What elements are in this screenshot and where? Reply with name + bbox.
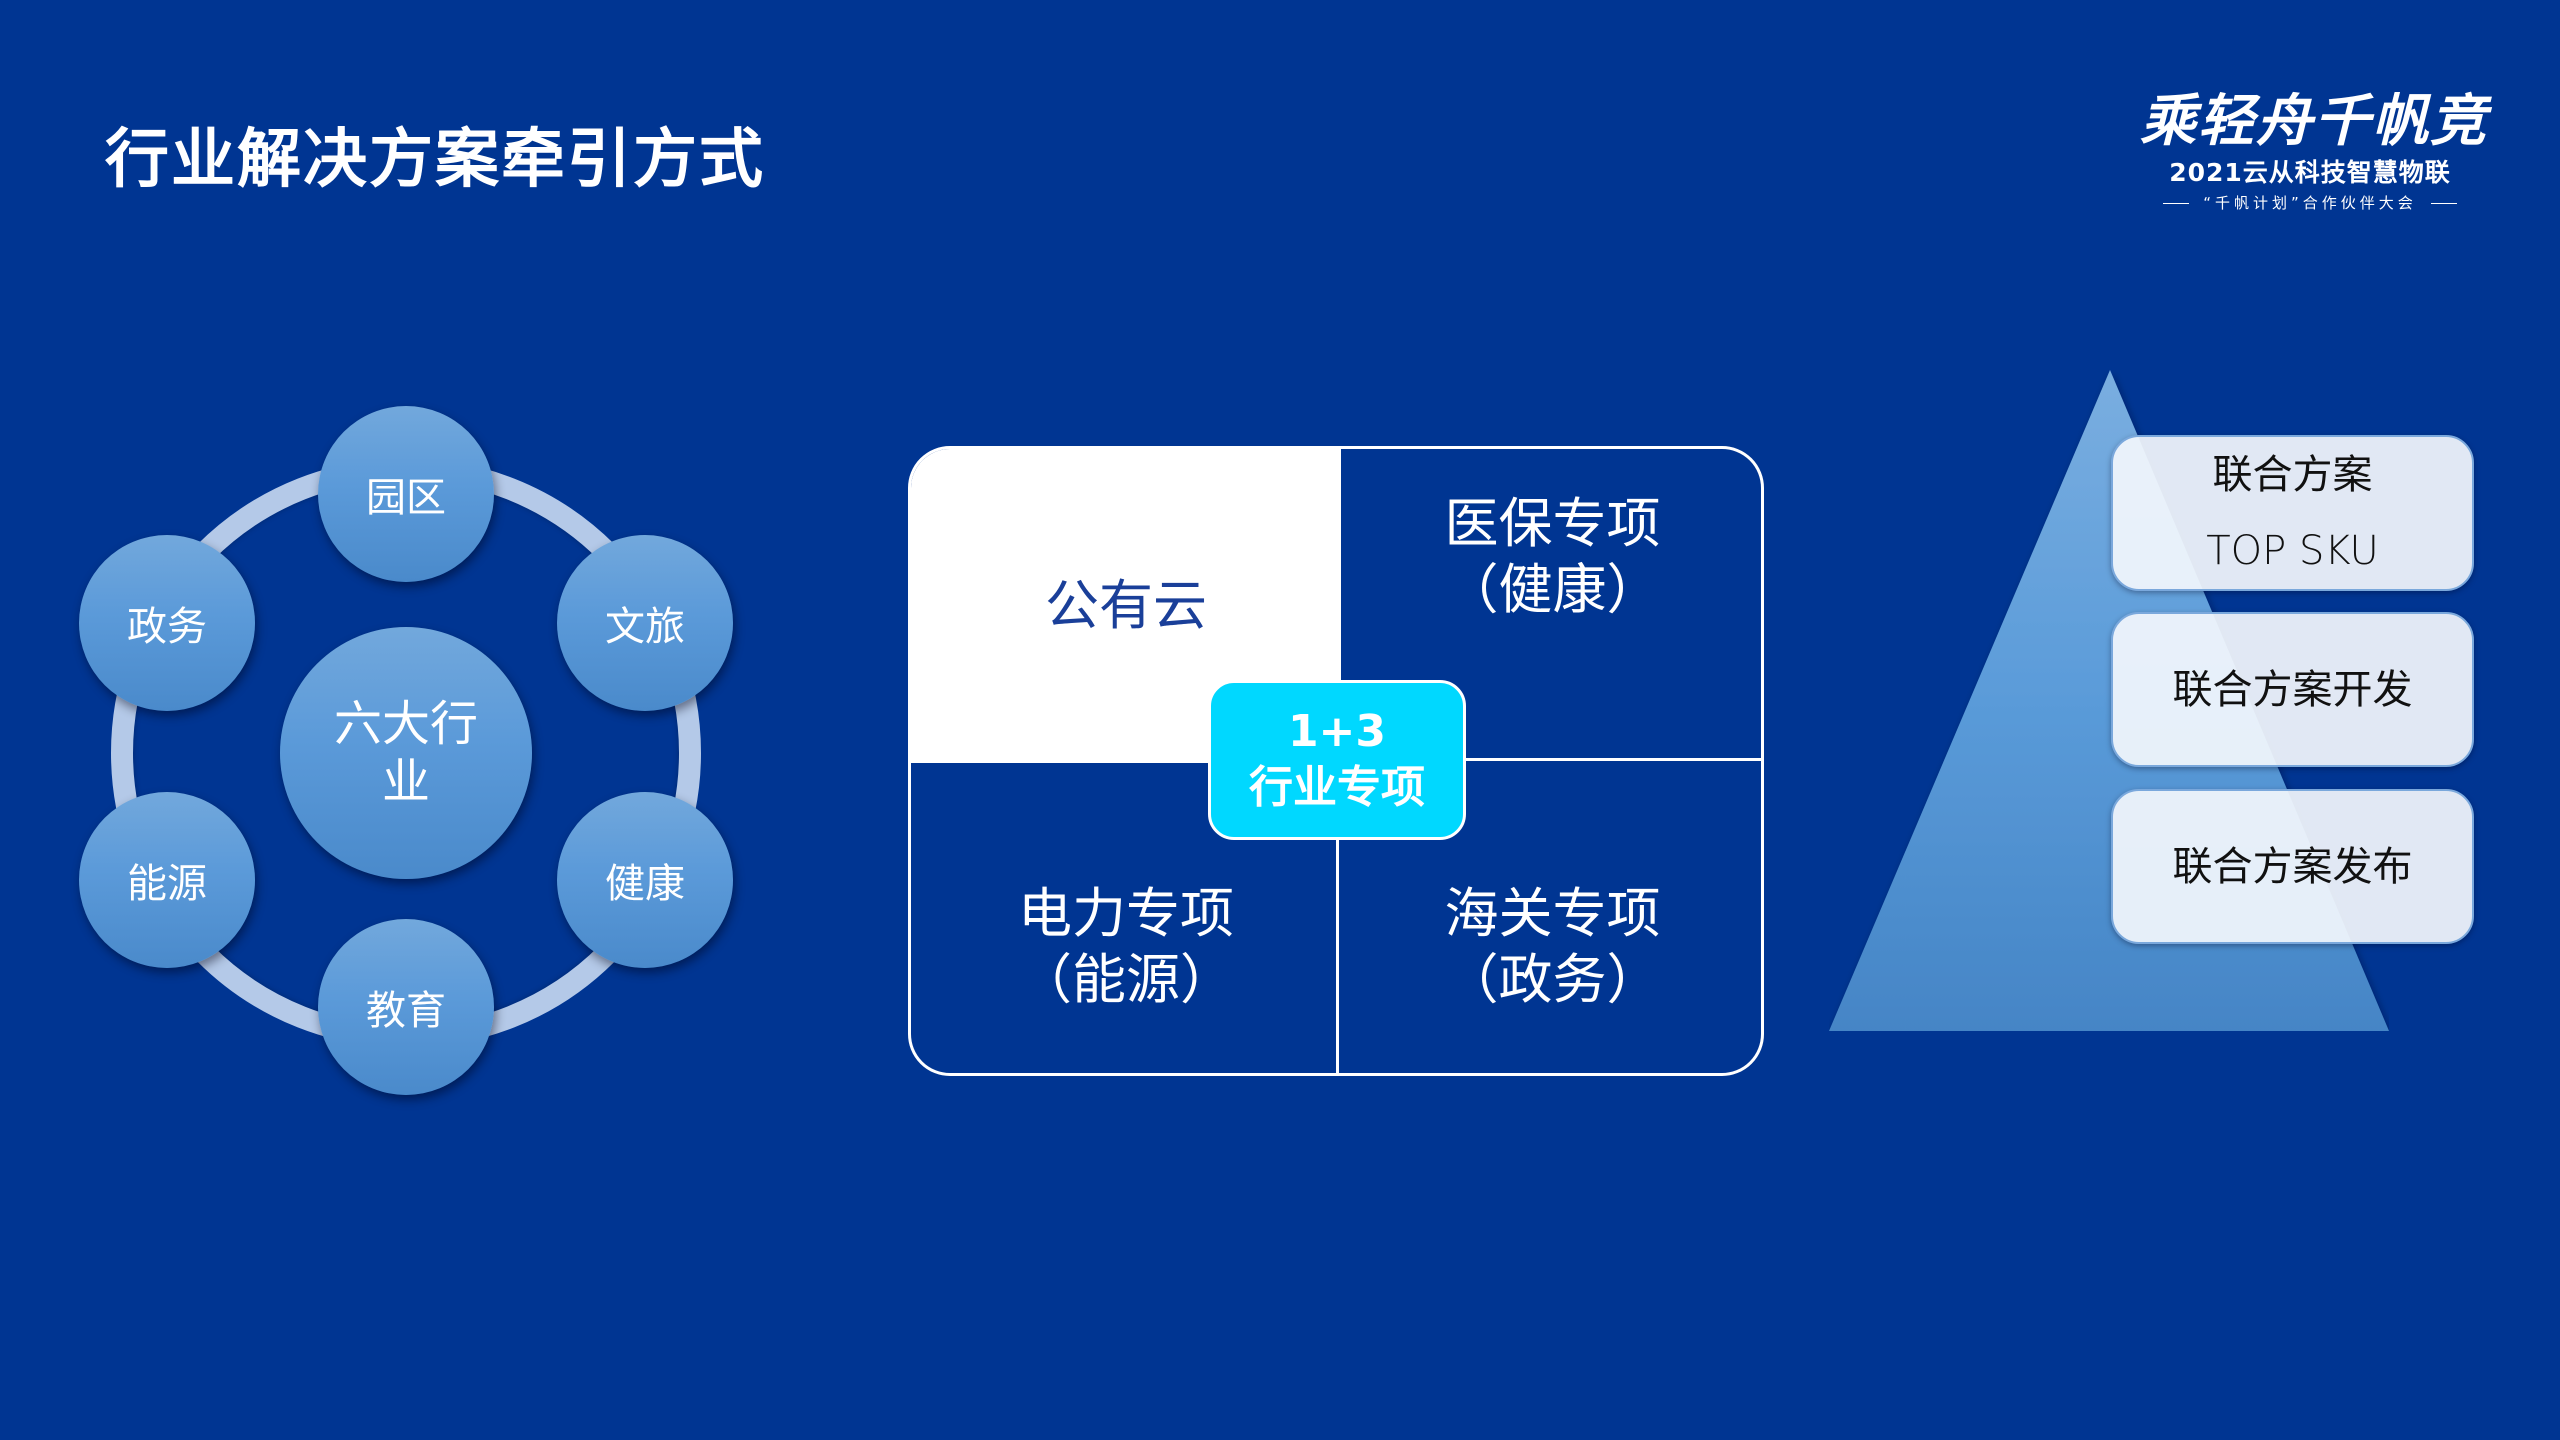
cell-line1: 公有云 bbox=[1045, 574, 1207, 637]
node-health: 健康 bbox=[557, 792, 733, 968]
cell-customs: 海关专项 （政务） bbox=[1341, 763, 1761, 1073]
cell-medical-insurance: 医保专项 （健康） bbox=[1341, 449, 1761, 763]
dash-left-icon bbox=[2163, 202, 2190, 204]
step-line1: 联合方案 bbox=[2212, 452, 2373, 498]
node-park: 园区 bbox=[318, 406, 494, 582]
cell-line2: （健康） bbox=[1444, 558, 1661, 621]
cell-line1: 医保专项 bbox=[1444, 492, 1661, 555]
badge-line1: 1+3 bbox=[1287, 706, 1387, 757]
node-label: 健康 bbox=[605, 861, 685, 907]
node-label: 园区 bbox=[366, 475, 446, 521]
node-education: 教育 bbox=[318, 919, 494, 1095]
node-label: 能源 bbox=[127, 861, 207, 907]
pyramid-step-development: 联合方案开发 bbox=[2111, 612, 2474, 767]
page-title: 行业解决方案牵引方式 bbox=[105, 123, 765, 197]
center-node-label: 六大行业 bbox=[333, 696, 478, 810]
cell-line2: （能源） bbox=[1018, 948, 1234, 1011]
matrix-divider-horizontal-right bbox=[1336, 758, 1762, 761]
center-badge: 1+3 行业专项 bbox=[1208, 680, 1466, 840]
pyramid-step-release: 联合方案发布 bbox=[2111, 789, 2474, 944]
pyramid-step-top-sku: 联合方案 TOP SKU bbox=[2111, 435, 2474, 591]
logo-subtitle: “千帆计划”合作伙伴大会 bbox=[2203, 194, 2417, 212]
cell-line1: 海关专项 bbox=[1444, 882, 1661, 945]
center-node: 六大行业 bbox=[280, 627, 532, 879]
logo-subtitle-row: “千帆计划”合作伙伴大会 bbox=[2140, 192, 2480, 214]
dash-right-icon bbox=[2430, 202, 2457, 204]
node-energy: 能源 bbox=[79, 792, 255, 968]
node-label: 教育 bbox=[366, 988, 446, 1034]
step-line1: 联合方案开发 bbox=[2172, 666, 2413, 713]
badge-line2: 行业专项 bbox=[1249, 762, 1425, 813]
logo-slogan: 乘轻舟千帆竞 bbox=[2140, 88, 2488, 154]
cell-power: 电力专项 （能源） bbox=[911, 763, 1341, 1073]
step-line2: TOP SKU bbox=[2206, 528, 2379, 574]
node-label: 政务 bbox=[127, 604, 207, 650]
node-culture-tourism: 文旅 bbox=[557, 535, 733, 711]
cell-line1: 电力专项 bbox=[1018, 882, 1234, 945]
logo-event-name: 2021云从科技智慧物联 bbox=[2169, 158, 2451, 187]
matrix-divider-horizontal-left bbox=[908, 758, 1338, 761]
event-logo: 乘轻舟千帆竞 2021云从科技智慧物联 “千帆计划”合作伙伴大会 bbox=[2140, 86, 2488, 214]
cell-line2: （政务） bbox=[1444, 948, 1661, 1011]
step-line1: 联合方案发布 bbox=[2172, 843, 2413, 890]
node-label: 文旅 bbox=[605, 604, 685, 650]
node-government: 政务 bbox=[79, 535, 255, 711]
